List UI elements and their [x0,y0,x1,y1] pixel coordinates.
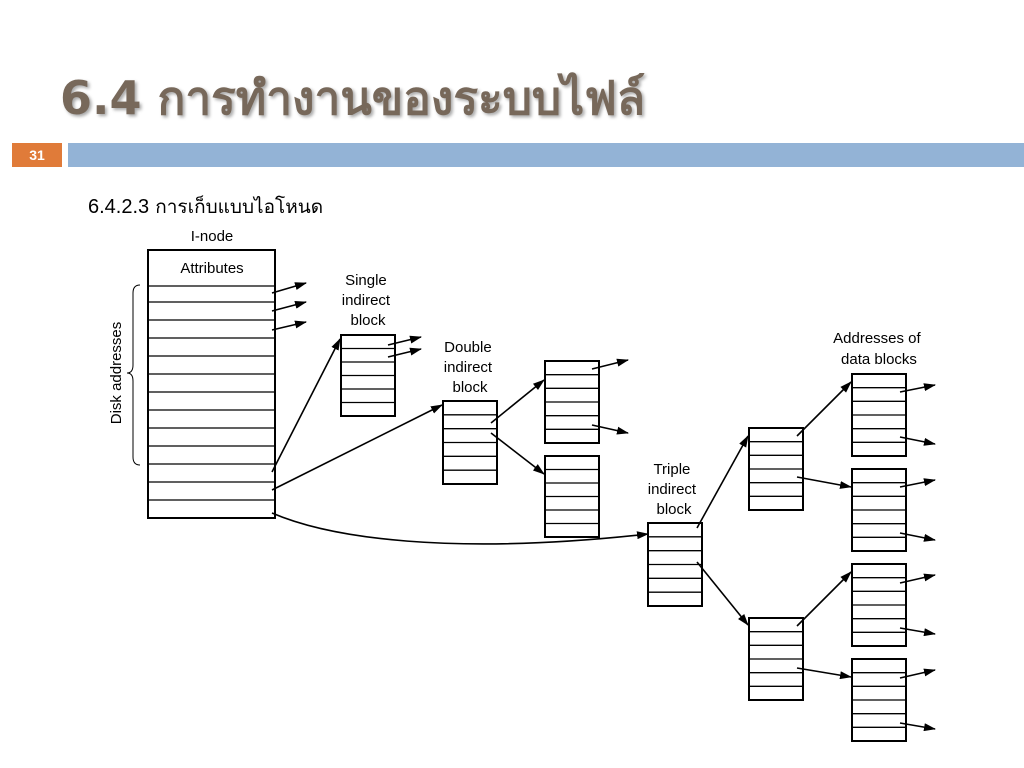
data-blocks-label-line: data blocks [841,351,917,368]
second-to-third-level-arrow [796,381,852,437]
slide-number-badge: 31 [12,143,62,167]
triple-indirect-label: Triple indirect block [648,461,701,518]
section-heading: การเก็บแบบไอโหนด [155,196,324,218]
double-child-pointer-arrow [591,358,629,370]
section-number: 6.4.2.3 [88,196,150,218]
data-block-pointer-arrow [899,436,936,446]
data-block-pointer-arrow [899,627,936,637]
double-indirect-label-line: indirect [444,359,493,376]
direct-pointer-arrow [271,320,307,331]
inode-to-double-indirect-arrow [271,404,443,491]
title-divider-bar [68,143,1024,167]
diagram-structure: Attributes [147,249,936,742]
direct-pointer-arrow [271,300,307,312]
triple-indirect-label-line: indirect [648,481,697,498]
data-block-pointer-arrow [899,722,936,732]
inode-to-triple-indirect-arrow [271,512,649,545]
data-block-pointer-arrow [899,478,936,488]
data-blocks-label-line: Addresses of [833,330,921,347]
direct-pointer-arrow [271,282,307,294]
data-block-pointer-arrow [899,383,936,393]
double-indirect-label-line: block [452,379,488,396]
triple-to-second-level-arrow [696,435,749,529]
single-indirect-label: Single indirect block [342,272,395,329]
disk-addresses-brace [126,284,141,466]
single-indirect-label-line: indirect [342,292,391,309]
double-to-child-arrow [490,379,545,424]
double-indirect-label-line: Double [444,339,492,356]
slide-title: 6.4 การทำงานของระบบไฟล์ [60,71,646,125]
second-to-third-level-arrow [796,476,852,489]
single-indirect-pointer-arrow [387,347,422,358]
double-indirect-label: Double indirect block [444,339,497,396]
second-to-third-level-arrow [796,571,852,627]
triple-to-second-level-arrow [696,561,749,626]
double-child-pointer-arrow [591,424,629,435]
inode-to-single-indirect-arrow [271,338,341,473]
triple-indirect-label-line: Triple [653,461,690,478]
data-block-pointer-arrow [899,668,936,679]
single-indirect-pointer-arrow [387,335,422,346]
data-block-pointer-arrow [899,532,936,542]
disk-addresses-label: Disk addresses [108,322,125,425]
second-to-third-level-arrow [796,667,852,680]
inode-label: I-node [191,228,234,245]
double-to-child-arrow [490,432,545,475]
single-indirect-label-line: block [350,312,386,329]
data-blocks-label: Addresses of data blocks [833,330,925,368]
section-subtitle: 6.4.2.3 การเก็บแบบไอโหนด [88,192,323,222]
triple-indirect-label-line: block [656,501,692,518]
single-indirect-label-line: Single [345,272,387,289]
inode-block [147,249,276,519]
data-block-pointer-arrow [899,573,936,584]
attributes-label: Attributes [180,260,243,277]
